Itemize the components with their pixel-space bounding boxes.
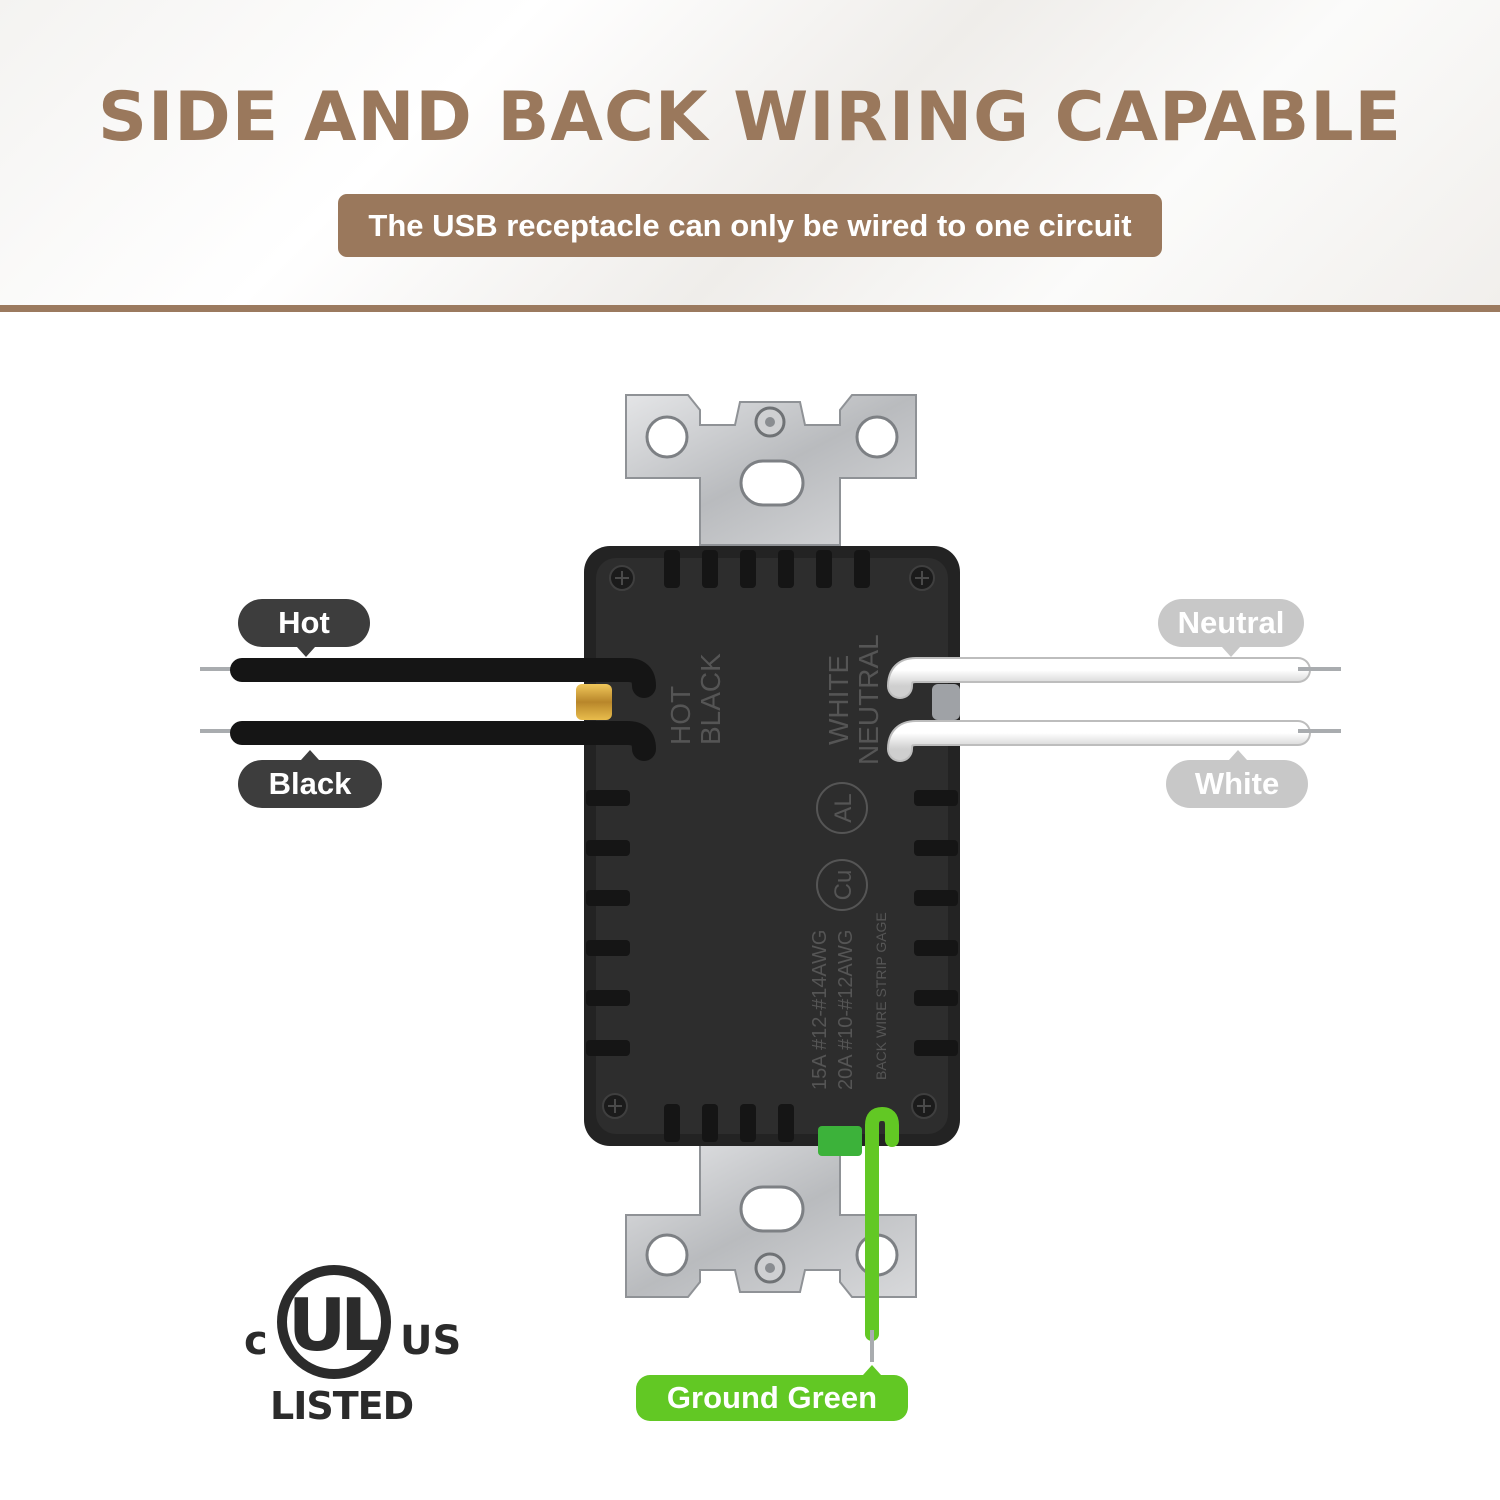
- ul-listed-logo-ring: UL: [277, 1265, 391, 1379]
- ground-terminal: [818, 1126, 862, 1156]
- ul-mark: UL: [288, 1283, 384, 1367]
- strip-gage-marking: BACK WIRE STRIP GAGE: [873, 912, 889, 1080]
- header-divider: [0, 305, 1500, 312]
- black-marking: BLACK: [695, 653, 726, 745]
- ul-us-mark: US: [400, 1318, 462, 1364]
- black-label-pointer: [301, 750, 319, 760]
- ul-listed-logo: c US LISTED: [240, 1262, 461, 1432]
- receptacle-body: HOT BLACK WHITE NEUTRAL 15A #12-#14AWG 2…: [576, 546, 960, 1156]
- ground-green-wire: [865, 1106, 899, 1362]
- awg-rating-20a: 20A #10-#12AWG: [835, 930, 857, 1090]
- subtitle-banner: The USB receptacle can only be wired to …: [338, 194, 1162, 257]
- brass-terminal-screw: [576, 684, 612, 720]
- neutral-marking: NEUTRAL: [853, 634, 884, 765]
- neutral-label: Neutral: [1158, 599, 1304, 647]
- cu-marking: Cu: [830, 870, 857, 901]
- hot-label-pointer: [297, 647, 315, 657]
- corner-screws: [602, 565, 937, 1119]
- white-marking: WHITE: [823, 655, 854, 745]
- ul-c-mark: c: [244, 1318, 268, 1364]
- hot-marking: HOT: [665, 686, 696, 745]
- white-label: White: [1166, 760, 1308, 808]
- awg-rating-15a: 15A #12-#14AWG: [809, 930, 831, 1090]
- cu-al-marking: AL Cu: [816, 782, 868, 911]
- neutral-label-pointer: [1222, 647, 1240, 657]
- silver-terminal-screw: [932, 684, 960, 720]
- hot-black-wires: [200, 658, 656, 761]
- ground-label-pointer: [863, 1365, 881, 1375]
- ul-listed-text: LISTED: [270, 1384, 414, 1428]
- hot-label: Hot: [238, 599, 370, 647]
- page-title: SIDE AND BACK WIRING CAPABLE: [98, 78, 1402, 157]
- al-marking: AL: [830, 793, 857, 822]
- white-label-pointer: [1229, 750, 1247, 760]
- ground-green-label: Ground Green: [636, 1375, 908, 1421]
- black-label: Black: [238, 760, 382, 808]
- neutral-white-wires: [887, 657, 1341, 762]
- top-mounting-strap: [625, 394, 917, 546]
